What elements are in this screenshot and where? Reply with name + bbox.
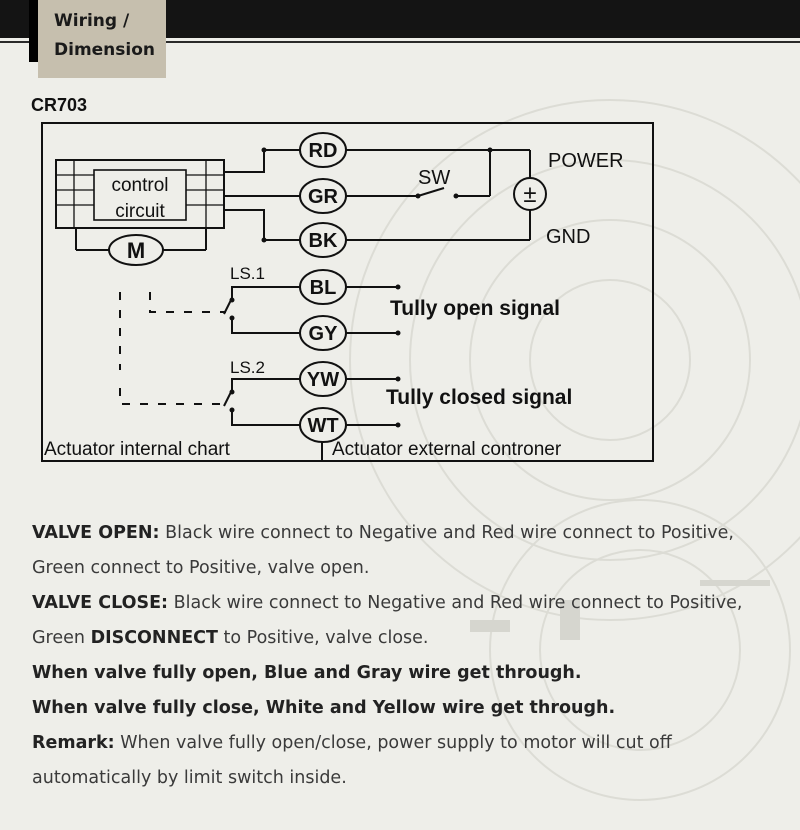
terminal-label-bl: BL <box>310 277 337 299</box>
switch-label: SW <box>418 167 450 189</box>
terminal-label-gr: GR <box>308 186 339 208</box>
ls1-label: LS.1 <box>230 264 265 283</box>
section-tab-line-2: Dimension <box>54 40 156 60</box>
fully-open-note: When valve fully open, Blue and Gray wir… <box>32 663 582 683</box>
remark-paragraph: Remark: When valve fully open/close, pow… <box>32 726 772 796</box>
control-label: control <box>111 175 168 196</box>
external-controller-label: Actuator external controner <box>332 439 562 460</box>
remark-text: When valve fully open/close, power suppl… <box>32 733 672 788</box>
terminal-gr <box>299 178 347 214</box>
remark-label: Remark: <box>32 733 115 753</box>
ls2-label: LS.2 <box>230 358 265 377</box>
circuit-label: circuit <box>115 201 165 222</box>
terminal-label-rd: RD <box>309 140 338 162</box>
valve-close-paragraph: VALVE CLOSE: Black wire connect to Negat… <box>32 586 772 656</box>
valve-open-paragraph: VALVE OPEN: Black wire connect to Negati… <box>32 516 772 586</box>
terminal-label-gy: GY <box>309 323 339 345</box>
section-tab-line-1: Wiring / <box>54 11 130 31</box>
terminal-label-wt: WT <box>307 415 338 437</box>
terminal-rd <box>299 132 347 168</box>
motor-label: M <box>127 238 145 263</box>
terminal-yw <box>299 361 347 397</box>
valve-close-text-b: to Positive, valve close. <box>217 628 429 648</box>
terminal-gy <box>299 315 347 351</box>
diagram-frame <box>41 122 654 462</box>
internal-chart-label: Actuator internal chart <box>44 439 231 460</box>
tab-accent <box>29 0 38 62</box>
terminal-label-bk: BK <box>309 230 338 252</box>
terminal-label-yw: YW <box>307 369 339 391</box>
power-source-symbol <box>513 177 547 211</box>
power-label: POWER <box>548 150 624 172</box>
fully-close-note: When valve fully close, White and Yellow… <box>32 698 616 718</box>
power-symbol-label: ± <box>523 181 536 208</box>
terminal-wt <box>299 407 347 443</box>
disconnect-emphasis: DISCONNECT <box>90 628 218 648</box>
valve-open-text: Black wire connect to Negative and Red w… <box>32 523 734 578</box>
open-signal-label: Tully open signal <box>390 297 560 320</box>
valve-open-label: VALVE OPEN: <box>32 523 160 543</box>
terminal-bl <box>299 269 347 305</box>
gnd-label: GND <box>546 226 590 248</box>
model-title: CR703 <box>31 95 88 115</box>
valve-close-label: VALVE CLOSE: <box>32 593 169 613</box>
wiring-description: VALVE OPEN: Black wire connect to Negati… <box>32 516 772 796</box>
motor-symbol <box>108 234 164 266</box>
top-bar-line <box>0 41 800 43</box>
closed-signal-label: Tully closed signal <box>386 386 572 409</box>
valve-close-text-a: Black wire connect to Negative and Red w… <box>32 593 743 648</box>
terminal-bk <box>299 222 347 258</box>
section-tab: Wiring / Dimension <box>38 0 166 78</box>
